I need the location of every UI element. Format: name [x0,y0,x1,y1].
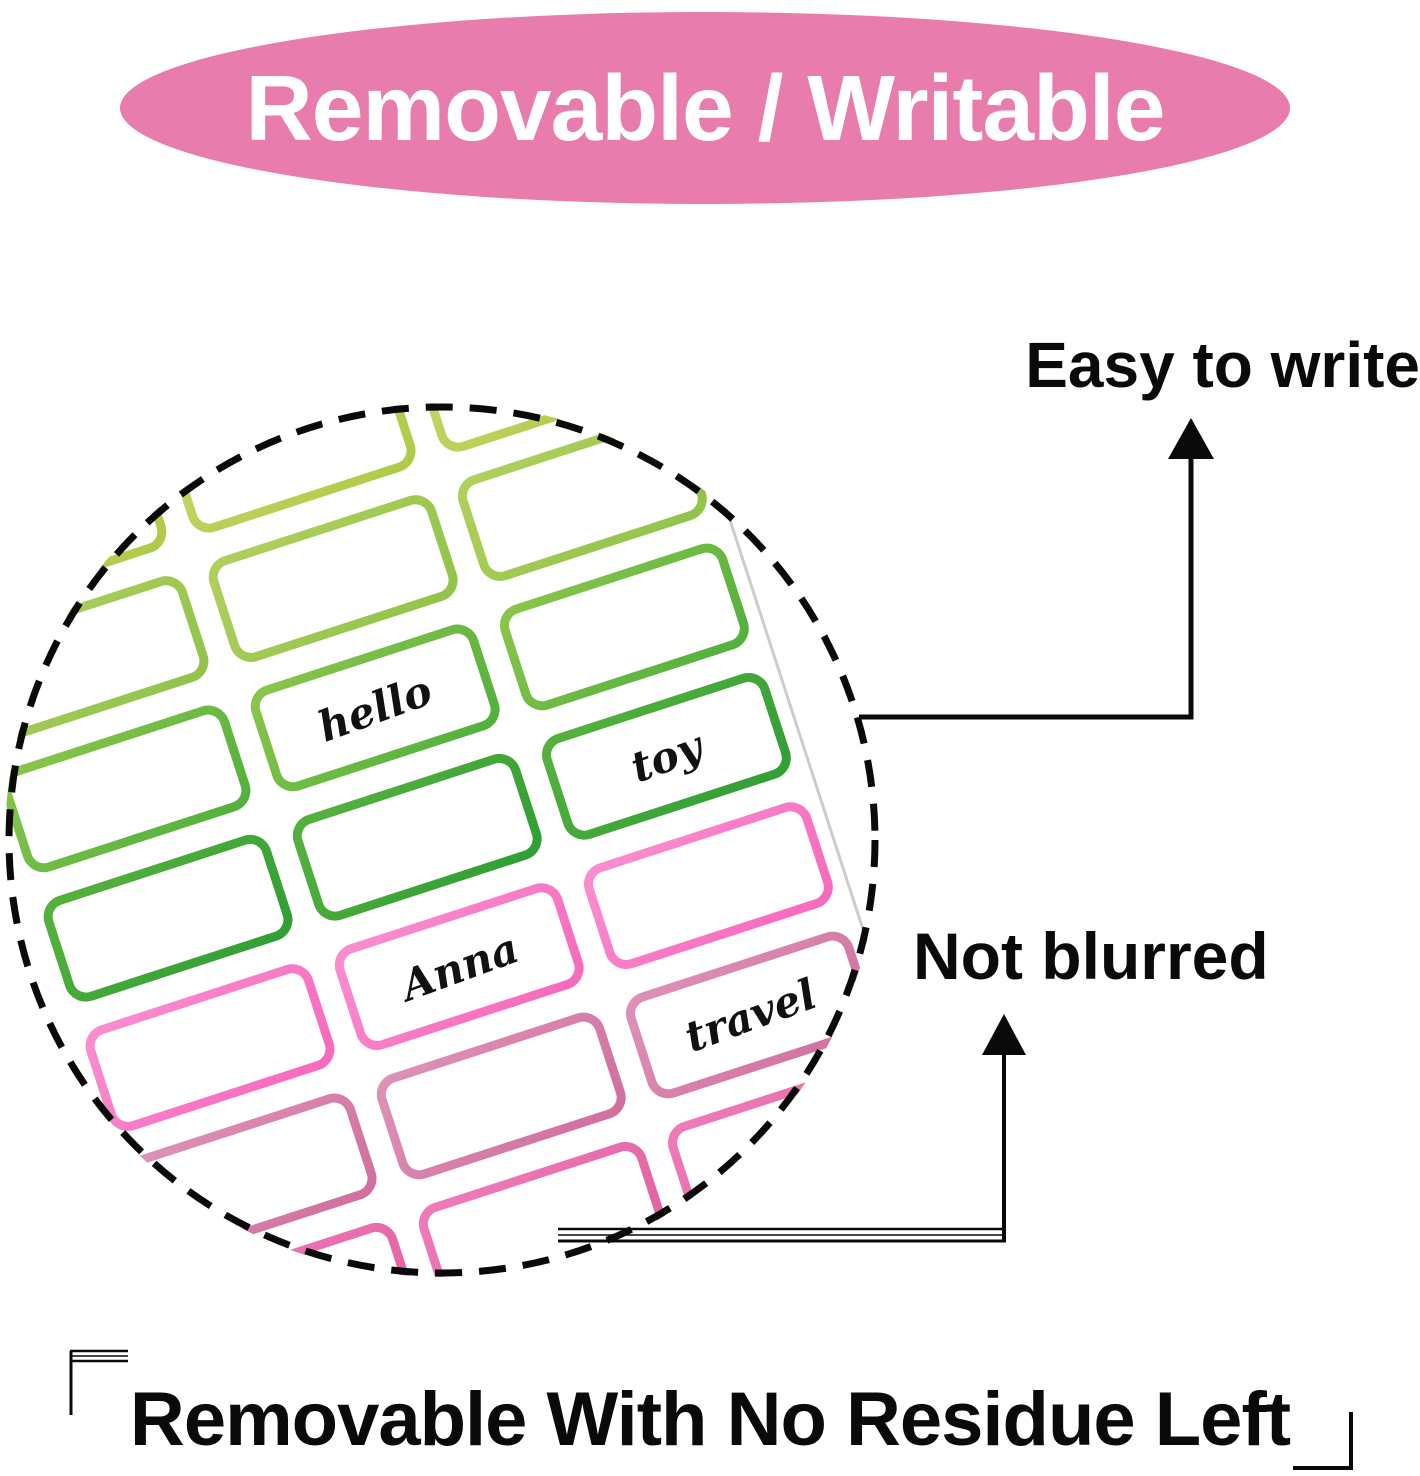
easy-connector-line [859,447,1194,720]
feature-badge-oval: Removable / Writable [120,12,1290,204]
callout-not-blurred: Not blurred [913,919,1269,993]
callout-easy-to-write: Easy to write [1025,329,1420,401]
callout-removable-no-residue: Removable With No Residue Left [129,1377,1291,1462]
sticker-text: toy [624,721,709,792]
sticker-text: hello [311,664,439,751]
easy-arrowhead-icon [1168,418,1214,459]
bottom-right-bracket [1293,1412,1353,1470]
badge-label: Removable / Writable [245,55,1166,160]
sticker-text: travel [678,968,823,1062]
sticker-text: Anna [394,922,525,1011]
blur-arrowhead-icon [982,1014,1026,1055]
